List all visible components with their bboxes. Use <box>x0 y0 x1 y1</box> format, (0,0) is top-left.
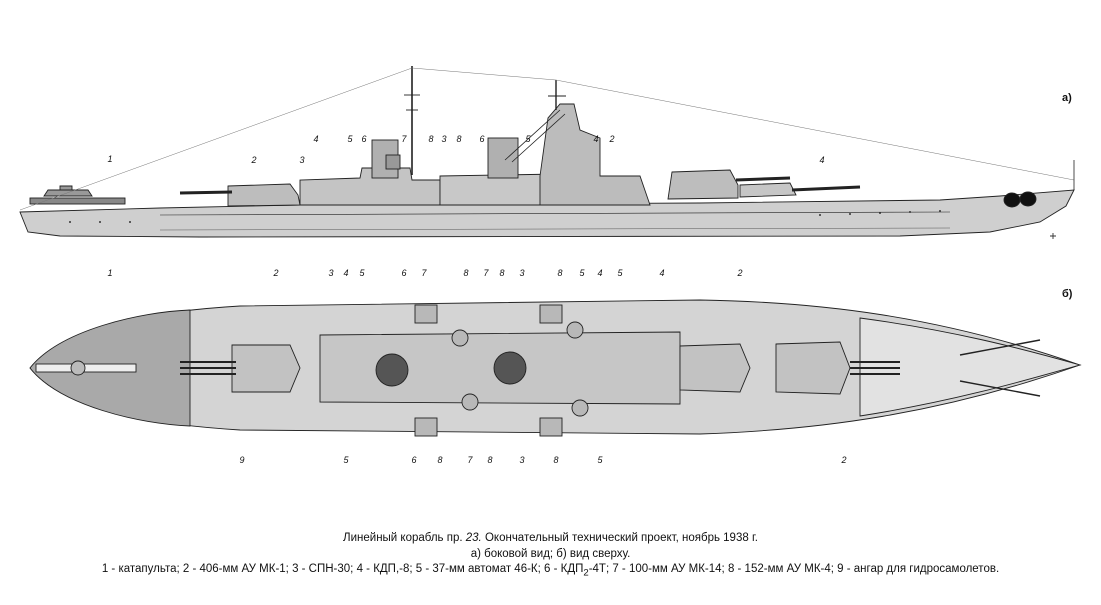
callout-top_upper-12: 5 <box>579 268 585 278</box>
top-view <box>29 299 1082 437</box>
callout-side-14: 4 <box>819 155 824 165</box>
callout-top_lower-2: 6 <box>411 455 416 465</box>
fore-funnel <box>487 137 519 179</box>
caption-legend: 1 - катапульта; 2 - 406-мм АУ МК-1; 3 - … <box>0 563 1101 578</box>
callout-side-3: 4 <box>313 134 318 144</box>
anchor-hawse <box>1019 191 1037 207</box>
catapult <box>29 197 126 205</box>
callout-top_lower-8: 5 <box>597 455 603 465</box>
legend-part-1: 1 - катапульта; 2 - 406-мм АУ МК-1; 3 - … <box>101 563 584 575</box>
top-view-label: б) <box>1062 288 1073 300</box>
legend-part-2: -4Т; 7 - 100-мм АУ МК-14; 8 - 152-мм АУ … <box>588 563 1000 575</box>
callout-side-5: 6 <box>361 134 366 144</box>
callout-side-4: 5 <box>347 134 353 144</box>
callout-top_upper-9: 8 <box>499 268 504 278</box>
callout-top_lower-4: 7 <box>467 455 473 465</box>
callout-top_lower-5: 8 <box>487 455 492 465</box>
callout-side-6: 7 <box>401 134 407 144</box>
callout-top_upper-4: 5 <box>359 268 365 278</box>
callout-side-1: 2 <box>250 155 256 165</box>
top-turret-fore <box>679 343 751 393</box>
caption-views: а) боковой вид; б) вид сверху. <box>470 548 631 560</box>
callout-side-11: 5 <box>525 134 531 144</box>
callout-top_upper-13: 4 <box>597 268 602 278</box>
caption-title-prefix: Линейный корабль пр. <box>343 532 463 544</box>
callout-side-0: 1 <box>107 154 112 164</box>
fore-tower <box>539 103 651 206</box>
callout-top_lower-9: 2 <box>840 455 846 465</box>
callout-top_upper-5: 6 <box>401 268 406 278</box>
side-view <box>19 66 1075 239</box>
fore-funnel-top <box>375 353 409 387</box>
callout-side-9: 8 <box>456 134 461 144</box>
callout-side-10: 6 <box>479 134 484 144</box>
callout-top_upper-3: 4 <box>343 268 348 278</box>
callout-top_lower-1: 5 <box>343 455 349 465</box>
legend-subscript: 2 <box>583 567 589 579</box>
callout-top_lower-6: 3 <box>519 455 524 465</box>
top-turret-aft <box>231 344 301 393</box>
seaplane <box>43 185 93 197</box>
callout-top_lower-7: 8 <box>553 455 558 465</box>
callout-side-2: 3 <box>299 155 304 165</box>
callout-side-13: 2 <box>608 134 614 144</box>
callout-top_upper-7: 8 <box>463 268 468 278</box>
side-view-label: а) <box>1062 92 1072 104</box>
caption-project-no: 23. <box>465 532 482 544</box>
callout-top_upper-10: 3 <box>519 268 524 278</box>
callout-top_upper-0: 1 <box>107 268 112 278</box>
top-turret-fore <box>775 341 851 395</box>
callout-top_lower-3: 8 <box>437 455 442 465</box>
callout-top_upper-14: 5 <box>617 268 623 278</box>
fore-turret-406 <box>667 169 739 200</box>
aft-turret-406 <box>227 183 301 207</box>
fore-turret-406 <box>739 182 797 198</box>
callout-side-7: 8 <box>428 134 433 144</box>
caption-title: Линейный корабль пр. 23. Окончательный т… <box>0 532 1101 544</box>
callout-top_upper-8: 7 <box>483 268 489 278</box>
top-catapult <box>35 363 137 373</box>
caption-title-suffix: Окончательный технический проект, ноябрь… <box>484 532 758 544</box>
callout-top_upper-16: 2 <box>736 268 742 278</box>
callout-side-12: 4 <box>593 134 598 144</box>
anchor-hawse <box>1003 192 1021 208</box>
aft-funnel-top <box>493 351 527 385</box>
callout-top_upper-11: 8 <box>557 268 562 278</box>
callout-top_upper-2: 3 <box>328 268 333 278</box>
callout-top_lower-0: 9 <box>239 455 244 465</box>
callout-top_upper-1: 2 <box>272 268 278 278</box>
callout-top_upper-6: 7 <box>421 268 427 278</box>
callout-top_upper-15: 4 <box>659 268 664 278</box>
callout-side-8: 3 <box>441 134 446 144</box>
